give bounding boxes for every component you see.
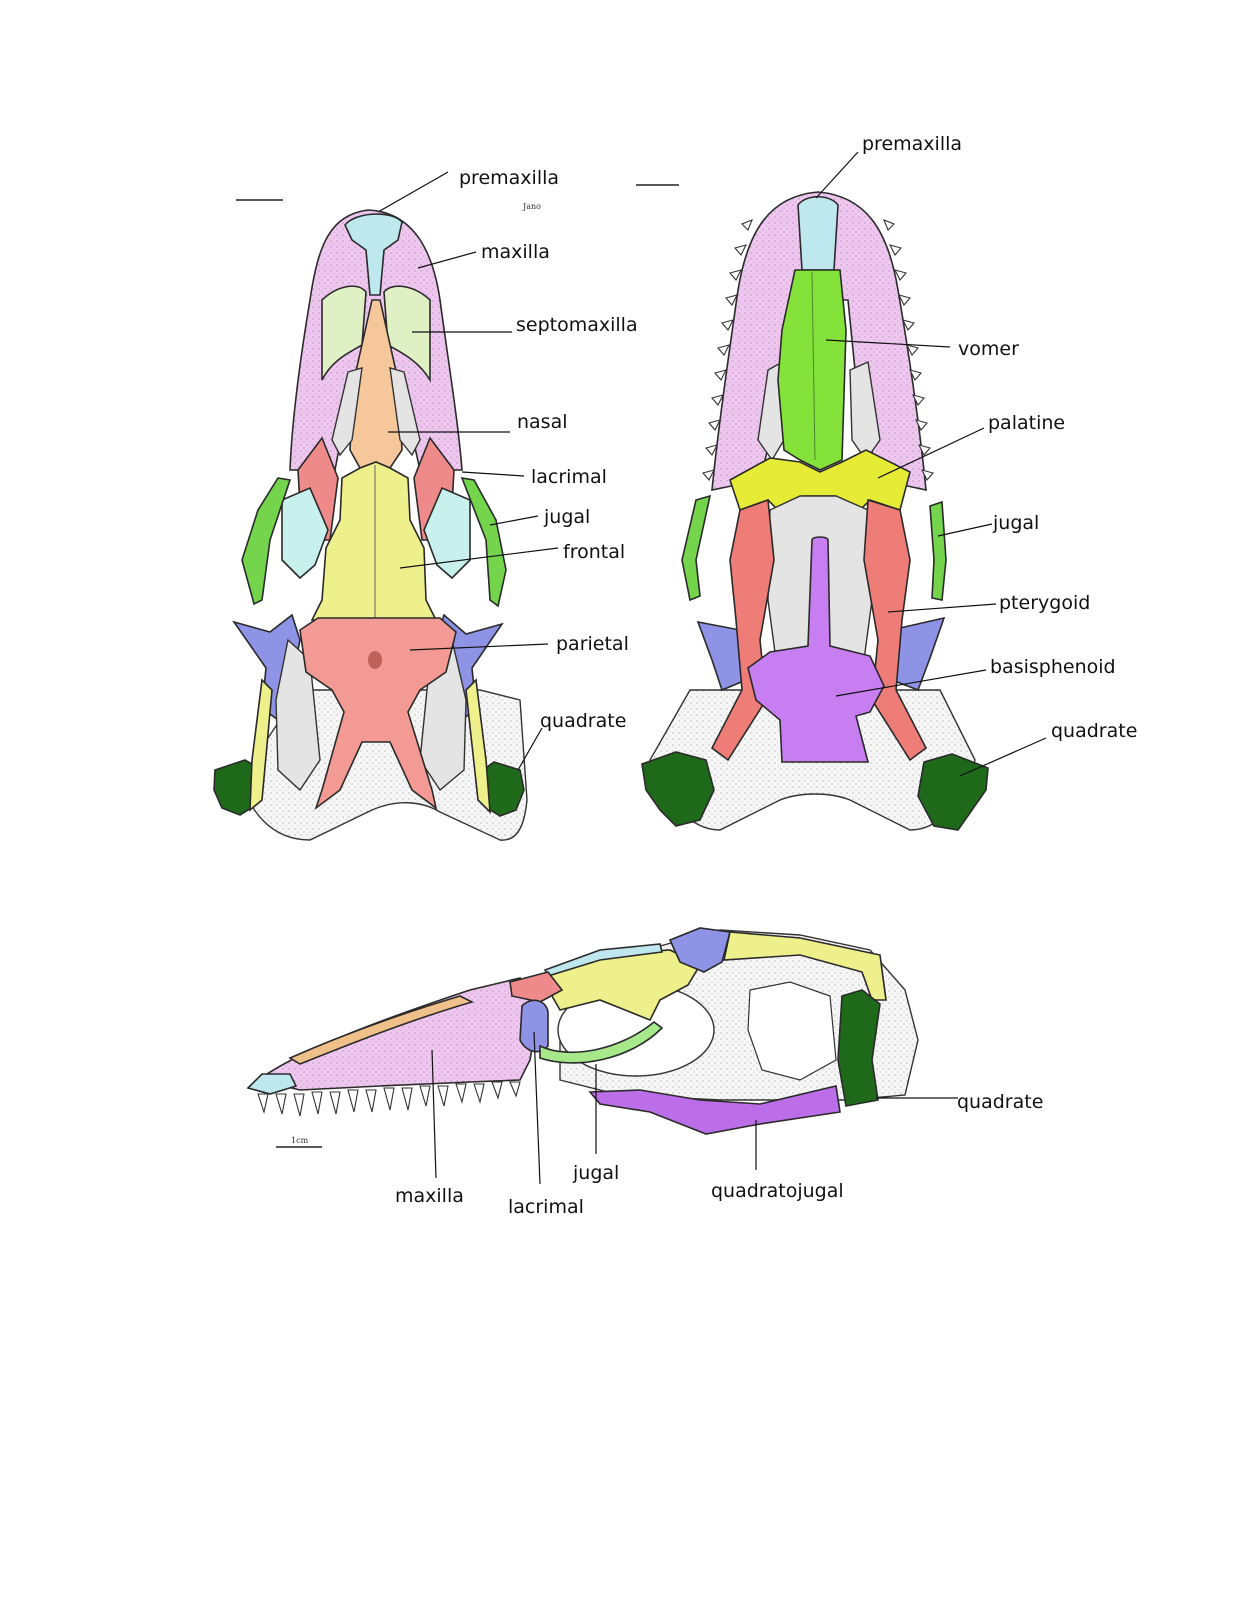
lateral-label-quadratojugal: quadratojugal bbox=[711, 1180, 844, 1202]
ventral-choana-right bbox=[849, 360, 881, 462]
lateral-quadrate bbox=[837, 989, 881, 1107]
ventral-quadrate-left bbox=[641, 751, 715, 827]
lateral-label-quadrate: quadrate bbox=[957, 1091, 1043, 1113]
ventral-vomer-suture bbox=[811, 271, 816, 461]
ventral-teeth-right bbox=[883, 219, 934, 481]
dorsal-label-lacrimal: lacrimal bbox=[531, 466, 607, 488]
lateral-scale-label: 1cm bbox=[291, 1136, 309, 1145]
dorsal-orbit-right bbox=[423, 486, 471, 580]
lateral-label-jugal: jugal bbox=[572, 1162, 619, 1184]
ventral-label-basisphenoid: basisphenoid bbox=[990, 656, 1116, 678]
ventral-teeth-left bbox=[702, 219, 753, 481]
dorsal-naris-right bbox=[389, 367, 421, 457]
lateral-premaxilla bbox=[246, 1073, 298, 1095]
ventral-squamosal-right bbox=[891, 616, 946, 692]
lateral-teeth bbox=[257, 1081, 521, 1117]
dorsal-orbit-left bbox=[281, 486, 329, 580]
dorsal-jugal-right bbox=[460, 476, 507, 608]
ventral-label-quadrate: quadrate bbox=[1051, 720, 1137, 742]
ventral-label-pterygoid: pterygoid bbox=[999, 592, 1090, 614]
ventral-jugal-right bbox=[929, 500, 947, 601]
ventral-basisphenoid bbox=[747, 536, 885, 763]
dorsal-parietal bbox=[299, 617, 457, 811]
lateral-quadratojugal bbox=[588, 1085, 841, 1135]
lateral-jugal bbox=[539, 1020, 664, 1064]
dorsal-premaxilla bbox=[344, 213, 403, 296]
lateral-leaders bbox=[431, 1031, 958, 1185]
dorsal-view: Jano bbox=[213, 199, 541, 841]
ventral-premaxilla bbox=[797, 195, 839, 271]
ventral-quadrate-right bbox=[917, 753, 989, 831]
dorsal-annotation: Jano bbox=[522, 202, 541, 211]
lateral-temporal-opening bbox=[747, 981, 837, 1081]
dorsal-label-septomaxilla: septomaxilla bbox=[516, 314, 638, 336]
lateral-lacrimal-blue bbox=[519, 999, 549, 1053]
ventral-vomer bbox=[777, 269, 847, 471]
lateral-label-maxilla: maxilla bbox=[395, 1185, 464, 1207]
dorsal-label-nasal: nasal bbox=[517, 411, 568, 433]
lateral-squamosal bbox=[668, 927, 732, 973]
dorsal-label-parietal: parietal bbox=[556, 633, 629, 655]
dorsal-jugal-left bbox=[241, 477, 292, 606]
lateral-nasal-stripe bbox=[288, 995, 475, 1065]
ventral-label-palatine: palatine bbox=[988, 412, 1065, 434]
dorsal-strip-left bbox=[249, 678, 273, 812]
ventral-labels: premaxilla vomer palatine jugal pterygoi… bbox=[862, 133, 1137, 742]
lateral-maxilla-stipple bbox=[258, 978, 540, 1090]
dorsal-label-premaxilla: premaxilla bbox=[459, 167, 559, 189]
dorsal-naris-left bbox=[331, 367, 363, 457]
lateral-label-lacrimal: lacrimal bbox=[508, 1196, 584, 1218]
dorsal-quadrate-right bbox=[479, 761, 525, 817]
dorsal-label-quadrate: quadrate bbox=[540, 710, 626, 732]
lateral-lacrimal-red bbox=[509, 971, 564, 1003]
lateral-labels: maxilla lacrimal jugal quadratojugal qua… bbox=[395, 1091, 1043, 1218]
dorsal-strip-right bbox=[465, 678, 491, 815]
dorsal-leaders bbox=[377, 171, 559, 771]
ventral-jugal-left bbox=[681, 494, 712, 602]
ventral-leaders bbox=[815, 151, 1047, 777]
dorsal-label-frontal: frontal bbox=[563, 541, 625, 563]
dorsal-label-maxilla: maxilla bbox=[481, 241, 550, 263]
ventral-label-jugal: jugal bbox=[992, 512, 1039, 534]
ventral-label-vomer: vomer bbox=[958, 338, 1019, 360]
dorsal-parietal-foramen bbox=[368, 651, 382, 669]
lateral-view: 1cm bbox=[246, 927, 919, 1148]
ventral-squamosal-left bbox=[696, 620, 747, 692]
dorsal-label-jugal: jugal bbox=[543, 506, 590, 528]
dorsal-labels: premaxilla maxilla septomaxilla nasal la… bbox=[459, 167, 638, 732]
ventral-label-premaxilla: premaxilla bbox=[862, 133, 962, 155]
ventral-view bbox=[636, 184, 989, 831]
